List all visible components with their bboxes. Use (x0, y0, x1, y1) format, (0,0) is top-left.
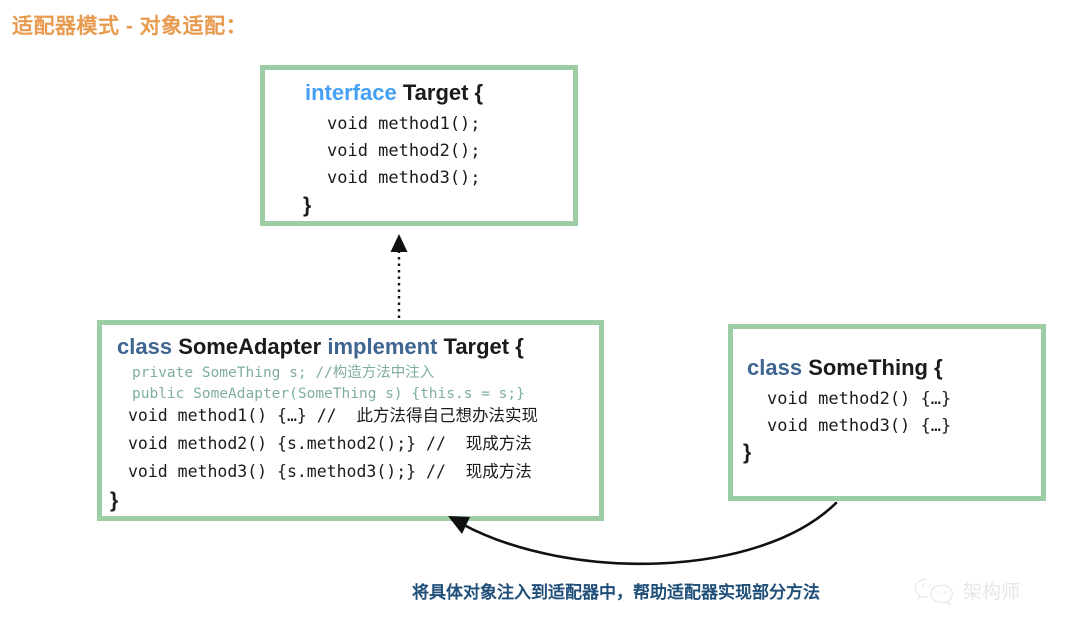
watermark: 架构师 (912, 575, 1020, 605)
target-box-content: interface Target { void method1(); void … (265, 70, 573, 221)
adapter-type-name: SomeAdapter (178, 334, 322, 359)
adapter-method-line: void method3() {s.method3();} // 现成方法 (128, 462, 532, 481)
adapter-constructor-line: public SomeAdapter(SomeThing s) {this.s … (132, 386, 525, 402)
something-method-line: void method3() {…} (767, 416, 952, 436)
keyword-class: class (117, 334, 173, 359)
adapter-method-line: void method2() {s.method2();} // 现成方法 (128, 434, 532, 453)
keyword-implement: implement (327, 334, 438, 359)
uml-box-some-adapter: class SomeAdapter implement Target { pri… (97, 320, 604, 521)
diagram-caption: 将具体对象注入到适配器中，帮助适配器实现部分方法 (412, 583, 820, 602)
something-method-line: void method2() {…} (767, 389, 952, 409)
adapter-header-line: class SomeAdapter implement Target { (117, 336, 524, 358)
watermark-text: 架构师 (963, 581, 1021, 603)
target-method-line: void method2(); (327, 141, 481, 161)
uml-box-target: interface Target { void method1(); void … (260, 65, 578, 226)
keyword-interface: interface (305, 80, 397, 105)
implements-arrow (390, 234, 408, 318)
something-closing-brace: } (743, 441, 752, 464)
something-box-content: class SomeThing { void method2() {…} voi… (733, 329, 1041, 496)
target-type-name: Target { (402, 80, 484, 105)
something-type-name: SomeThing { (808, 355, 943, 380)
adapter-field-line: private SomeThing s; //构造方法中注入 (132, 365, 435, 381)
target-closing-brace: } (303, 194, 312, 217)
target-header-line: interface Target { (305, 82, 483, 104)
page-title: 适配器模式 - 对象适配： (12, 15, 248, 38)
something-header-line: class SomeThing { (747, 357, 943, 379)
target-method-line: void method3(); (327, 168, 481, 188)
target-method-line: void method1(); (327, 114, 481, 134)
adapter-box-content: class SomeAdapter implement Target { pri… (102, 325, 599, 516)
adapter-closing-brace: } (110, 489, 119, 512)
uml-box-some-thing: class SomeThing { void method2() {…} voi… (728, 324, 1046, 501)
wechat-icon (914, 578, 954, 605)
adapter-supertype-name: Target { (443, 334, 524, 359)
keyword-class: class (747, 355, 803, 380)
adapter-method-line: void method1() {…} // 此方法得自己想办法实现 (128, 406, 538, 425)
